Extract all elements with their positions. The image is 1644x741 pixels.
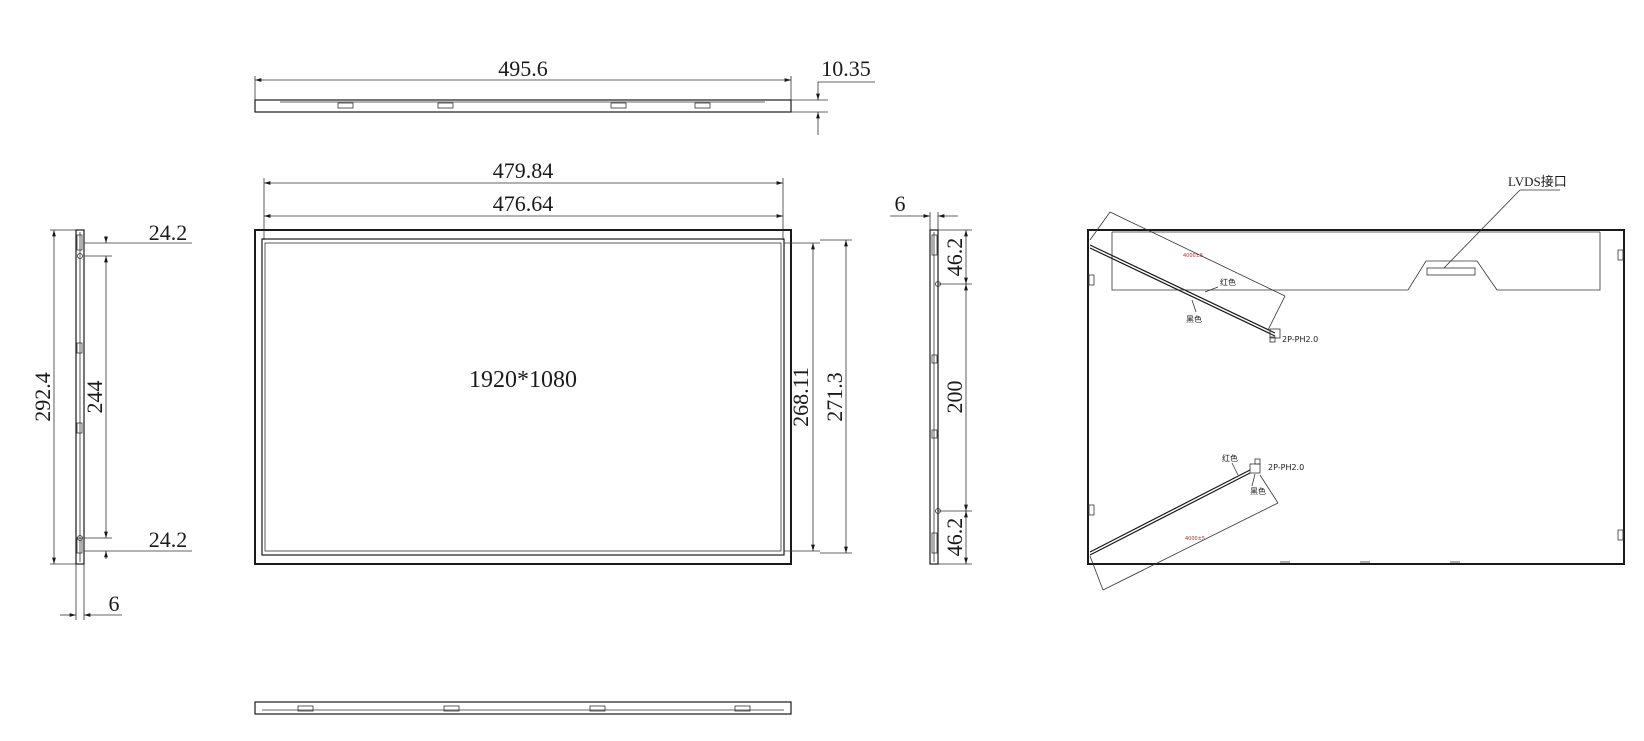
bottom-red-label: 红色 <box>1222 453 1238 463</box>
bottom-view-outline <box>254 701 792 715</box>
dim-side-thickness-left: 6 <box>109 591 120 616</box>
top-view-outline <box>254 99 792 113</box>
dim-right-top-offset: 46.2 <box>942 238 967 277</box>
top-cable <box>1089 244 1276 334</box>
bottom-cable <box>1089 469 1251 553</box>
bottom-view <box>254 701 792 715</box>
top-view: 495.6 10.35 <box>254 56 875 135</box>
lvds-connector <box>1426 267 1476 276</box>
back-view-outline <box>1087 229 1625 565</box>
dim-right-bottom-offset: 46.2 <box>942 518 967 557</box>
front-active-area <box>261 238 785 556</box>
dim-top-offset: 24.2 <box>149 220 188 245</box>
bottom-connector <box>1249 463 1261 474</box>
dim-bottom-offset: 24.2 <box>149 527 188 552</box>
right-side-view: 6 46.2 200 46.2 <box>890 191 972 565</box>
dim-bezel-height: 271.3 <box>822 372 847 422</box>
dim-right-mid: 200 <box>942 381 967 414</box>
lvds-interface-label: LVDS接口 <box>1508 174 1567 189</box>
dim-overall-height: 292.4 <box>30 372 55 422</box>
top-red-label: 红色 <box>1220 277 1236 287</box>
left-side-view: 292.4 244 24.2 24.2 6 <box>30 220 192 620</box>
svg-text:4000±5: 4000±5 <box>1185 536 1205 542</box>
dim-active-height: 268.11 <box>788 367 813 427</box>
dim-depth: 10.35 <box>821 56 871 81</box>
front-bezel-outline <box>254 229 792 565</box>
dim-overall-width: 495.6 <box>498 56 548 81</box>
bottom-connector-label: 2P-PH2.0 <box>1268 463 1304 472</box>
top-black-label: 黑色 <box>1186 314 1202 324</box>
dim-active-width: 476.64 <box>493 191 554 216</box>
dim-inner-height: 244 <box>82 381 107 414</box>
back-view: LVDS接口 4000±5 红色 黑色 2P-PH2.0 4000±5 红色 黑… <box>1087 174 1625 591</box>
top-connector-label: 2P-PH2.0 <box>1282 335 1318 344</box>
bottom-black-label: 黑色 <box>1250 486 1266 496</box>
right-side-outline <box>929 229 939 565</box>
left-side-outline <box>75 229 85 565</box>
dim-side-thickness-right: 6 <box>895 191 906 216</box>
svg-text:4000±5: 4000±5 <box>1183 253 1203 259</box>
dim-bezel-width: 479.84 <box>493 158 554 183</box>
front-view: 1920*1080 479.84 476.64 268.11 271.3 <box>254 158 852 565</box>
resolution-label: 1920*1080 <box>469 367 577 393</box>
